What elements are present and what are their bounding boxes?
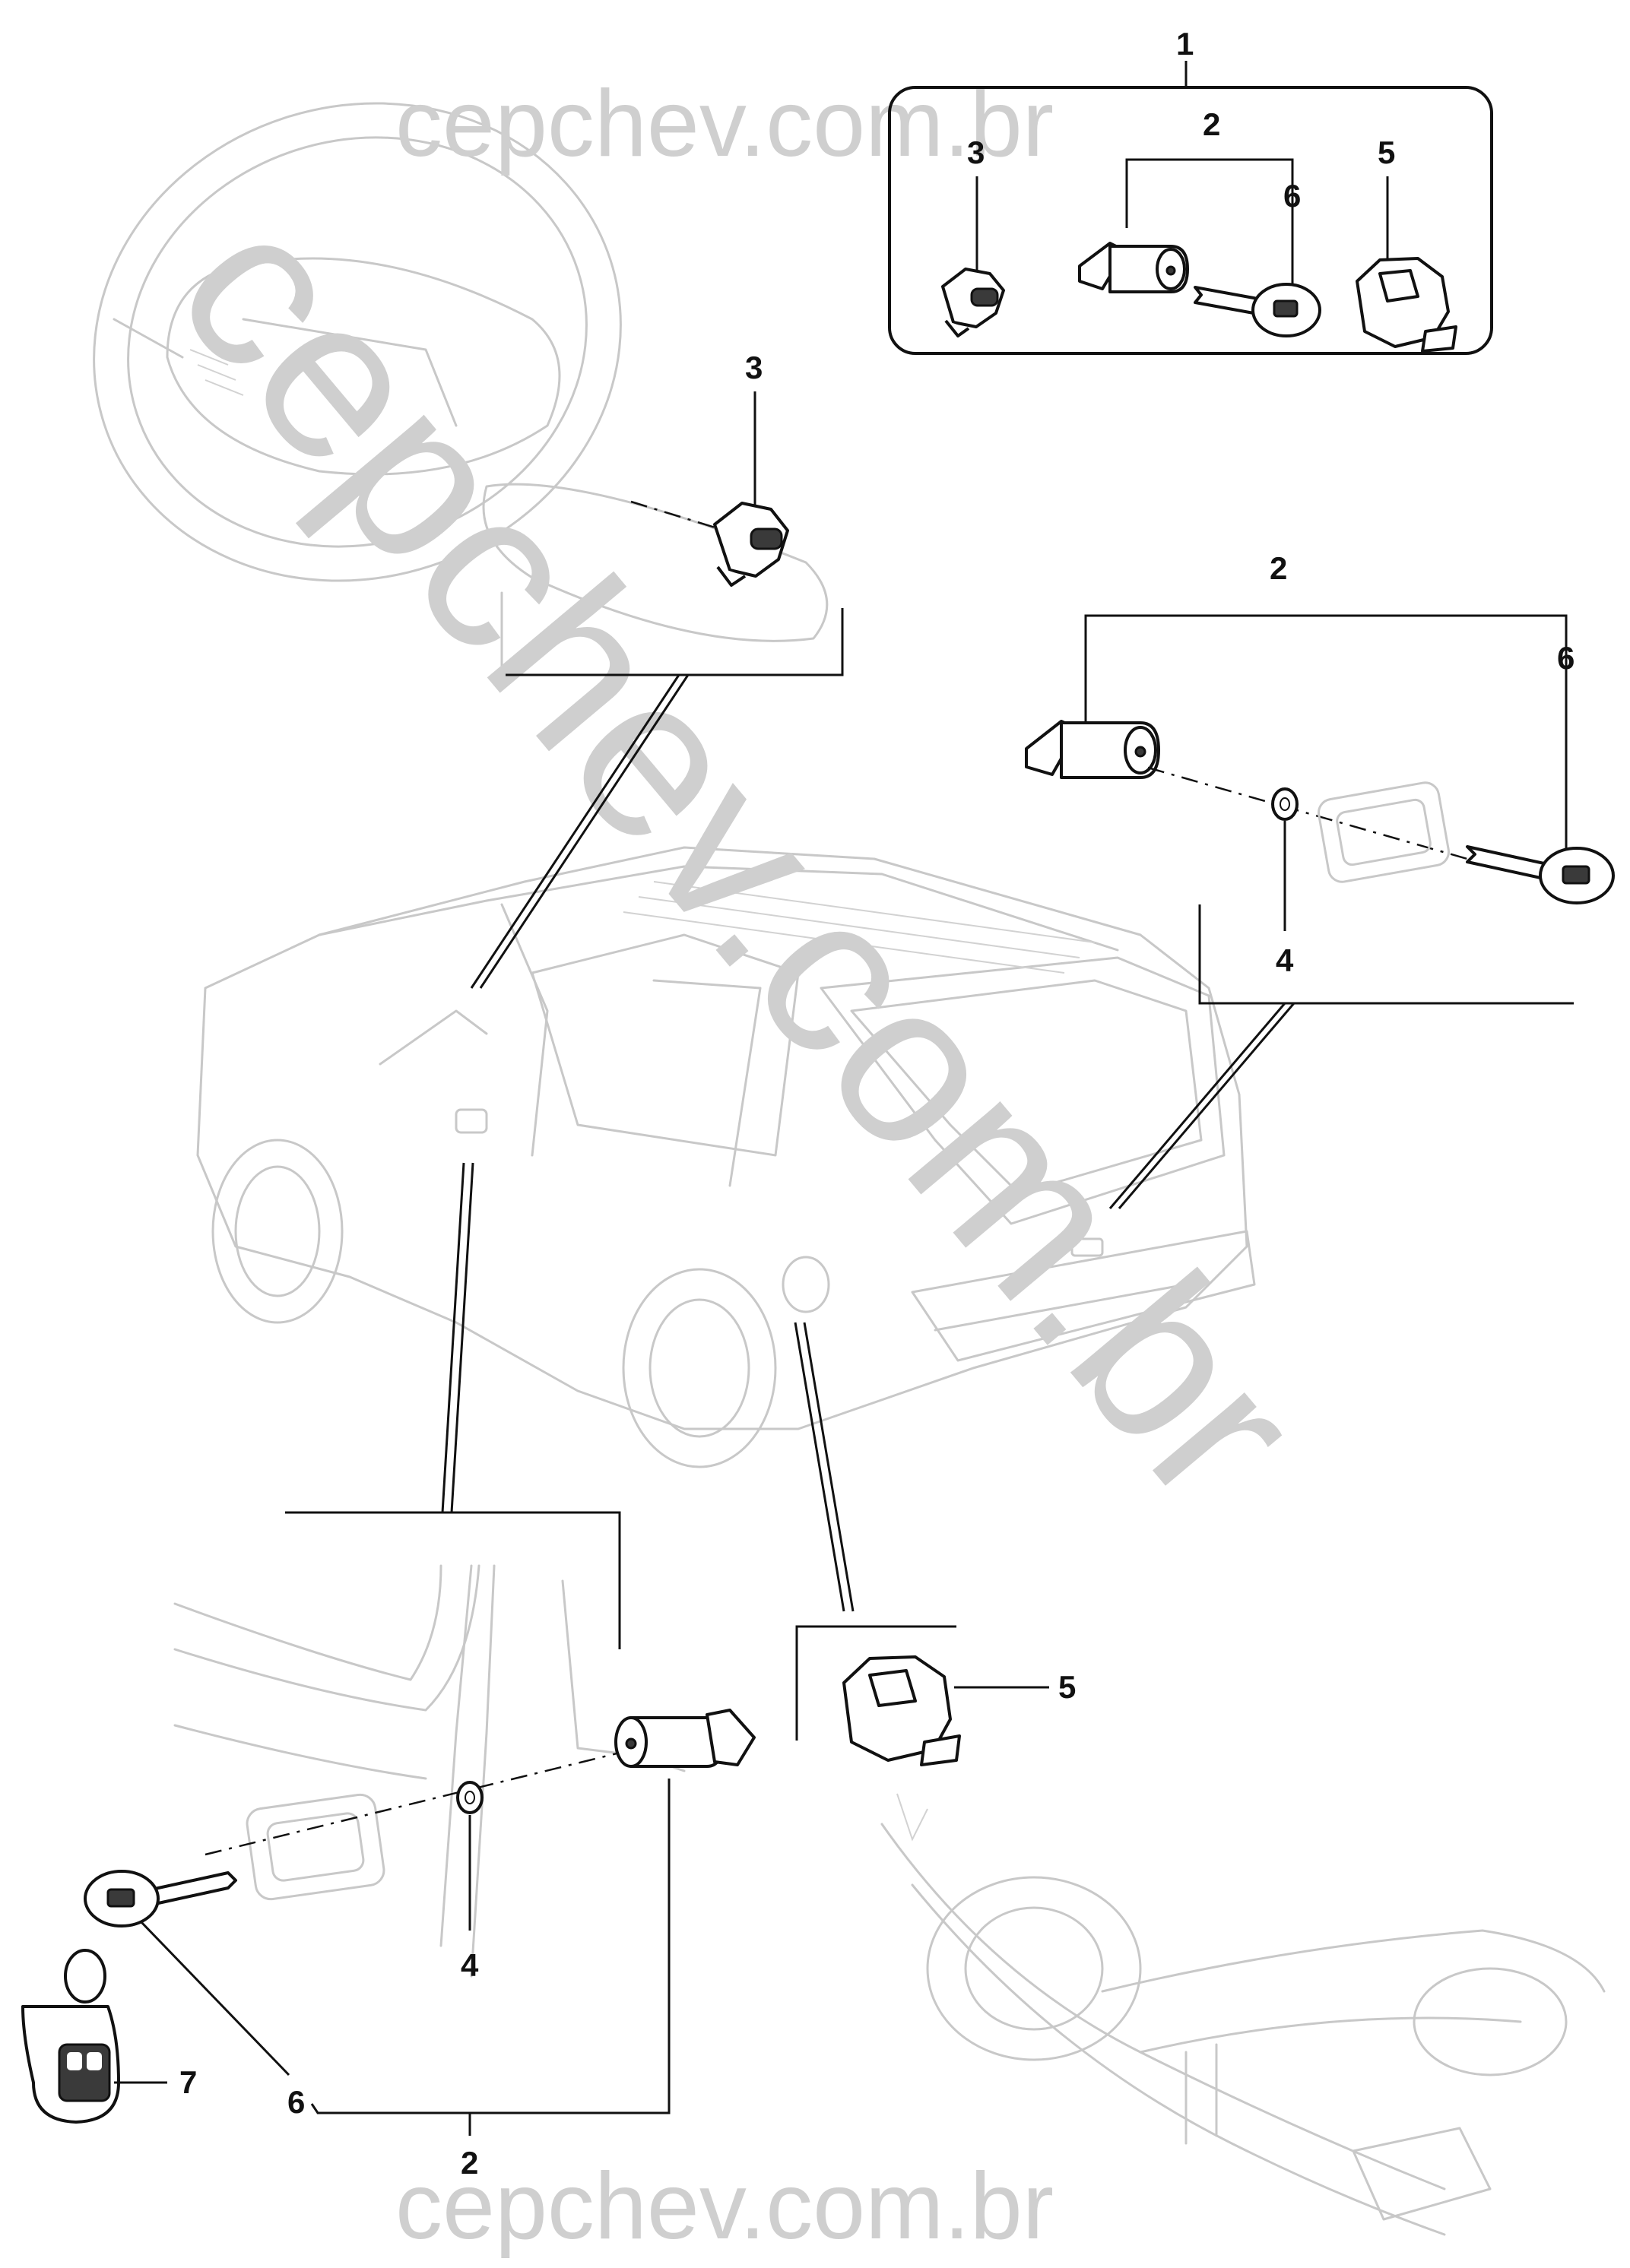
callout-fuel-5: 5: [1058, 1669, 1076, 1705]
fuel-cap-group: 5: [794, 1322, 1076, 1766]
callout-kit-3: 3: [967, 135, 985, 170]
key-icon: [1194, 283, 1321, 337]
rear-key-icon: [1466, 845, 1615, 904]
door-panel-illustration: [173, 1564, 686, 1978]
remote-key-fob-icon: [21, 1949, 120, 2124]
rear-lock-group: 2 6 4: [1025, 550, 1615, 1209]
door-lock-cylinder-icon: [1078, 242, 1189, 293]
steering-column-lock-icon: [713, 502, 789, 587]
ignition-lock-group: 3: [470, 350, 844, 989]
watermark-diagonal: cepchev.com.br: [129, 163, 1349, 1548]
door-key-icon: [84, 1870, 237, 1927]
callout-rear-6: 6: [1557, 640, 1575, 676]
callout-rear-2: 2: [1270, 550, 1287, 586]
suv-vehicle-illustration: [196, 846, 1256, 1468]
rear-lock-cylinder-icon: [1025, 720, 1160, 779]
callout-rear-4: 4: [1276, 942, 1294, 978]
watermark-bottom: cepchev.com.br: [395, 2154, 1054, 2259]
callout-7: 7: [179, 2064, 197, 2100]
ignition-lock-icon: [941, 268, 1005, 337]
rear-washer-icon: [1271, 787, 1299, 821]
rear-handle-bezel-icon: [1318, 781, 1450, 883]
callout-ignition-3: 3: [745, 350, 763, 385]
kit-box: 1 3 2 6 5: [888, 26, 1493, 355]
callout-kit-2: 2: [1203, 106, 1220, 142]
fuel-filler-illustration: [880, 1793, 1606, 2236]
callout-door-2: 2: [461, 2145, 478, 2181]
steering-wheel-illustration: [93, 102, 829, 670]
callout-door-6: 6: [287, 2084, 305, 2120]
callout-1: 1: [1176, 26, 1194, 62]
fuel-cap-icon: [1356, 257, 1457, 353]
fuel-cap-large-icon: [842, 1655, 961, 1766]
callout-kit-5: 5: [1378, 135, 1395, 170]
callout-door-4: 4: [461, 1947, 479, 1983]
callout-kit-6: 6: [1283, 178, 1301, 214]
door-lock-group: 4 6 2 7: [21, 1162, 756, 2181]
door-lock-cylinder-large-icon: [614, 1709, 756, 1768]
door-washer-icon: [456, 1781, 484, 1814]
